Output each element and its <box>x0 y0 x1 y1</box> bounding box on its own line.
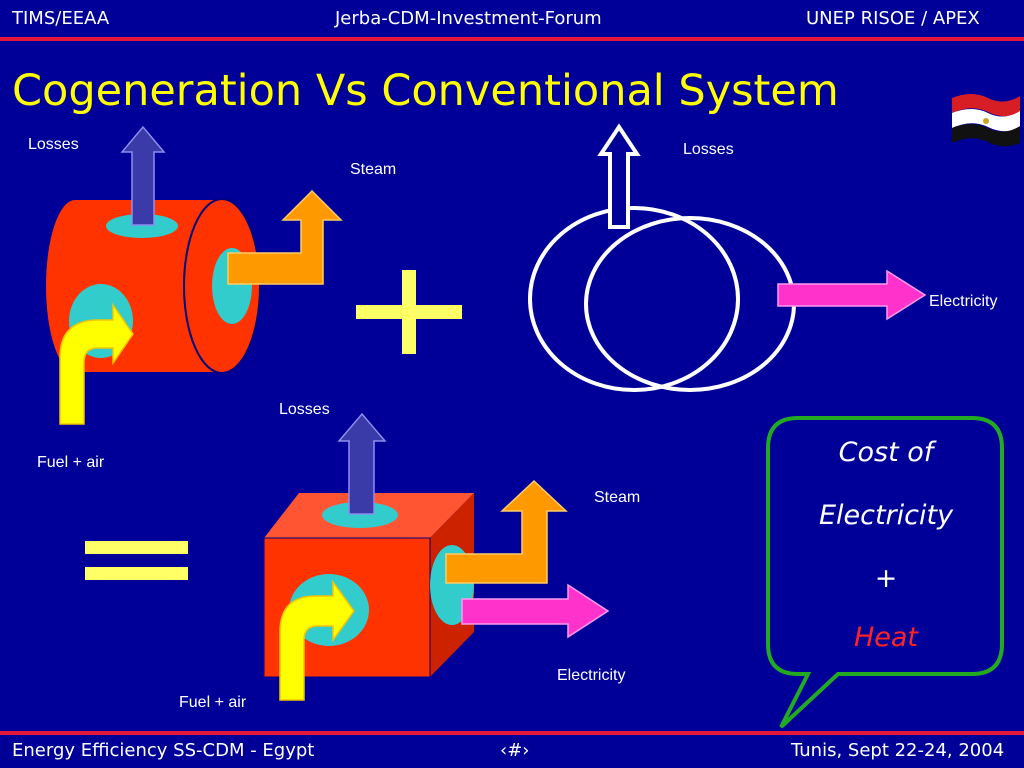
rings-losses-label: Losses <box>683 141 734 158</box>
cube-losses-label: Losses <box>279 401 330 418</box>
cube-fuel-arrow <box>279 579 355 701</box>
ring-right <box>584 216 796 392</box>
ring-left <box>528 206 740 392</box>
cylinder-steam-arrow <box>227 189 343 285</box>
rings-electricity-label: Electricity <box>929 293 998 310</box>
callout-plus: + <box>874 563 898 594</box>
cube-losses-arrow <box>337 412 387 515</box>
cylinder-fuel-label: Fuel + air <box>37 454 105 471</box>
header-left: TIMS/EEAA <box>12 8 110 29</box>
callout-heat: Heat <box>853 622 919 653</box>
rings-electricity-arrow <box>777 269 927 321</box>
cube-steam-arrow <box>445 479 568 584</box>
slide-number: ‹#› <box>500 740 530 761</box>
header-center: Jerba-CDM-Investment-Forum <box>335 8 602 29</box>
footer-left: Energy Efficiency SS-CDM - Egypt <box>12 740 315 761</box>
rings-losses-arrow <box>597 123 641 229</box>
slide-title: Cogeneration Vs Conventional System <box>12 66 839 116</box>
plus-symbol-graphic <box>356 270 462 354</box>
cylinder-losses-arrow <box>120 125 166 226</box>
egypt-flag-icon <box>952 94 1020 147</box>
cylinder-unit <box>46 198 261 374</box>
cube-fuel-label: Fuel + air <box>179 694 247 711</box>
cube-steam-label: Steam <box>594 489 641 506</box>
equals-symbol-graphic <box>85 541 188 580</box>
cube-electricity-label: Electricity <box>557 667 626 684</box>
footer-rule <box>0 731 1024 735</box>
cube-electricity-arrow <box>461 583 610 639</box>
callout-bubble <box>766 416 1004 729</box>
callout-line2: Electricity <box>818 500 954 531</box>
cylinder-fuel-arrow <box>59 302 134 425</box>
header-rule <box>0 37 1024 41</box>
footer-right: Tunis, Sept 22-24, 2004 <box>791 740 1005 761</box>
callout-line1: Cost of <box>838 437 934 468</box>
cylinder-losses-label: Losses <box>28 136 79 153</box>
header-right: UNEP RISOE / APEX <box>806 8 980 29</box>
cylinder-steam-label: Steam <box>350 161 397 178</box>
